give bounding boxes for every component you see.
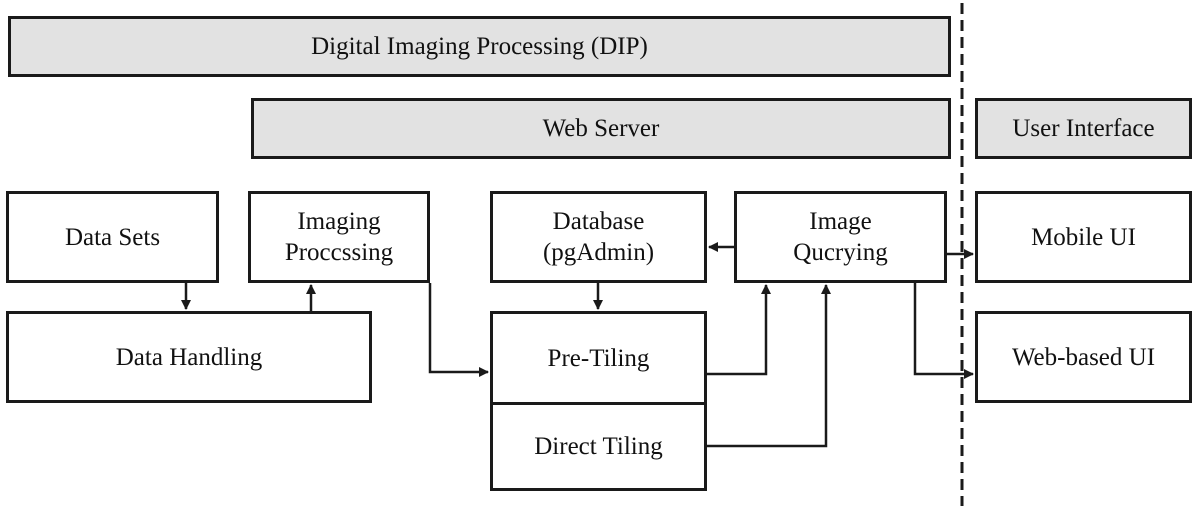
node-web-based-ui-label: Web-based UI	[1011, 343, 1156, 371]
node-image-querying: Image Qucrying	[734, 191, 947, 283]
node-data-handling-label: Data Handling	[115, 343, 263, 371]
node-mobile-ui-label: Mobile UI	[1031, 223, 1136, 251]
node-data-sets: Data Sets	[6, 191, 219, 283]
node-image-querying-label: Image Qucrying	[793, 208, 888, 266]
node-web-based-ui: Web-based UI	[975, 311, 1192, 403]
band-user-interface: User Interface	[975, 98, 1192, 159]
node-mobile-ui: Mobile UI	[975, 191, 1192, 283]
band-user-interface-label: User Interface	[1012, 115, 1155, 142]
node-data-sets-label: Data Sets	[64, 223, 161, 251]
node-database: Database (pgAdmin)	[490, 191, 707, 283]
node-imaging-processing: Imaging Proccssing	[248, 191, 430, 283]
band-dip: Digital Imaging Processing (DIP)	[8, 16, 951, 77]
node-database-label: Database (pgAdmin)	[542, 208, 655, 266]
band-dip-label: Digital Imaging Processing (DIP)	[311, 33, 648, 60]
arrow-imaging-processing-to-pre-tiling	[428, 283, 489, 377]
arrow-pre-tiling-to-image-querying	[707, 284, 771, 376]
arrow-direct-tiling-to-image-querying	[707, 284, 831, 448]
node-direct-tiling: Direct Tiling	[490, 402, 707, 491]
band-web-server: Web Server	[251, 98, 951, 159]
node-data-handling: Data Handling	[6, 311, 372, 403]
arrow-image-querying-to-web-based-ui	[913, 283, 974, 379]
band-web-server-label: Web Server	[542, 115, 660, 142]
node-imaging-processing-label: Imaging Proccssing	[284, 208, 394, 266]
node-direct-tiling-label: Direct Tiling	[534, 433, 663, 460]
node-pre-tiling-label: Pre-Tiling	[547, 344, 650, 372]
